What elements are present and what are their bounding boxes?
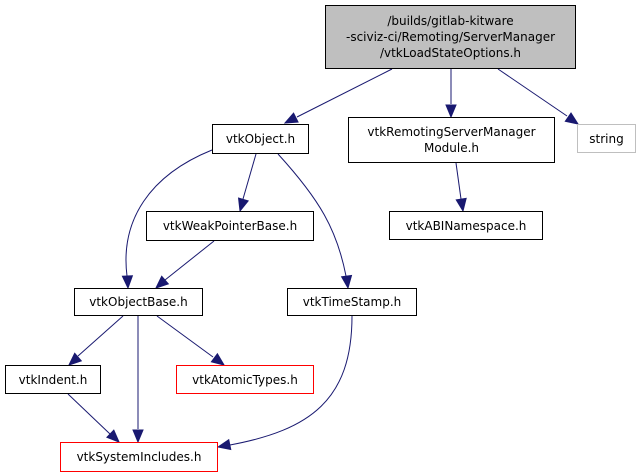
node-vtkRemotingServerManagerModule[interactable]: vtkRemotingServerManager Module.h (348, 117, 555, 163)
arrowhead-icon (216, 438, 232, 451)
node-vtkABINamespace[interactable]: vtkABINamespace.h (389, 211, 543, 240)
edge-root-to-vtkObject (296, 68, 393, 118)
arrowhead-icon (210, 352, 226, 366)
arrowhead-icon (132, 429, 144, 444)
arrowhead-icon (106, 429, 120, 443)
arrowhead-icon (155, 275, 170, 289)
node-string[interactable]: string (577, 124, 636, 153)
node-vtkObjectBase[interactable]: vtkObjectBase.h (74, 288, 203, 316)
edge-vtkObjectBase-to-vtkIndent (77, 315, 124, 357)
edge-vtkObject-to-vtkWeakPointerBase (242, 153, 257, 200)
edge-root-to-string (497, 68, 568, 117)
edge-vtkIndent-to-vtkSystemIncludes (67, 393, 111, 435)
arrowhead-icon (564, 112, 580, 125)
arrowhead-icon (121, 275, 134, 290)
arrowhead-icon (68, 352, 83, 366)
arrowhead-icon (340, 274, 353, 290)
arrowhead-icon (237, 197, 250, 213)
node-vtkObject[interactable]: vtkObject.h (212, 124, 309, 154)
arrowhead-icon (283, 112, 299, 124)
node-vtkTimeStamp[interactable]: vtkTimeStamp.h (287, 288, 417, 316)
edge-vtkWeakPointerBase-to-vtkObjectBase (164, 240, 215, 281)
node-vtkSystemIncludes[interactable]: vtkSystemIncludes.h (60, 442, 218, 472)
edge-vtkObject-to-vtkObjectBase (125, 149, 213, 277)
node-root-vtkLoadStateOptions[interactable]: /builds/gitlab-kitware -sciviz-ci/Remoti… (325, 5, 576, 69)
arrowhead-icon (445, 104, 457, 119)
edge-vtkObject-to-vtkTimeStamp (277, 153, 347, 277)
edge-vtkTimeStamp-to-vtkSystemIncludes (229, 315, 353, 446)
node-vtkWeakPointerBase[interactable]: vtkWeakPointerBase.h (146, 211, 314, 241)
node-vtkIndent[interactable]: vtkIndent.h (5, 365, 101, 394)
edge-vtkObjectBase-to-vtkAtomicTypes (156, 315, 214, 358)
node-vtkAtomicTypes[interactable]: vtkAtomicTypes.h (176, 365, 314, 394)
edge-vtkRemotingModule-to-vtkABINamespace (455, 162, 462, 200)
arrowhead-icon (455, 197, 467, 213)
